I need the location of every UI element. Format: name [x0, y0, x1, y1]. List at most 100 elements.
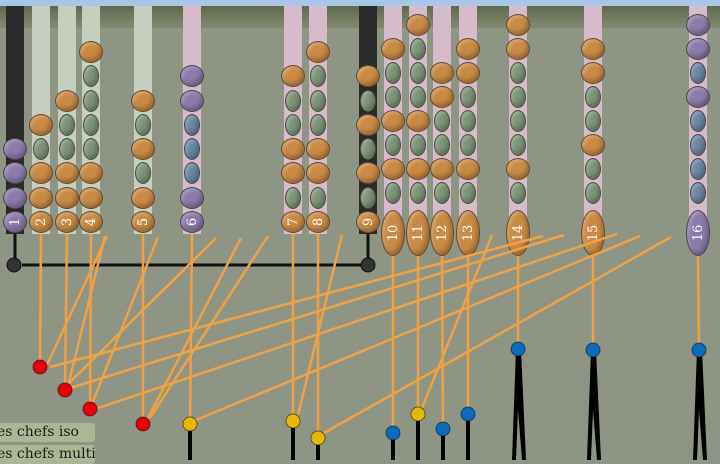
bead[interactable]: [59, 138, 75, 161]
bead[interactable]: [460, 134, 476, 156]
bead[interactable]: [430, 62, 454, 84]
bead[interactable]: [33, 138, 49, 161]
bead[interactable]: [430, 158, 454, 180]
bead[interactable]: [360, 89, 376, 112]
labeled-bead-1[interactable]: 1: [3, 211, 27, 233]
bead[interactable]: [406, 14, 430, 36]
bead[interactable]: [83, 138, 99, 161]
labeled-bead-8[interactable]: 8: [306, 211, 330, 233]
bead[interactable]: [385, 134, 401, 156]
bead[interactable]: [585, 86, 601, 108]
chefs-iso-button[interactable]: des chefs iso: [0, 423, 95, 442]
bead[interactable]: [410, 86, 426, 108]
bead[interactable]: [581, 134, 605, 156]
bead[interactable]: [131, 138, 155, 161]
bead[interactable]: [83, 113, 99, 136]
bead[interactable]: [406, 158, 430, 180]
bead[interactable]: [131, 89, 155, 112]
bead[interactable]: [460, 110, 476, 132]
bead[interactable]: [131, 186, 155, 209]
bead[interactable]: [29, 186, 53, 209]
bead[interactable]: [381, 158, 405, 180]
labeled-bead-9[interactable]: 9: [356, 211, 380, 233]
bead[interactable]: [385, 86, 401, 108]
bead[interactable]: [506, 158, 530, 180]
bead[interactable]: [180, 89, 204, 112]
bead[interactable]: [180, 65, 204, 88]
bead[interactable]: [310, 186, 326, 209]
bead[interactable]: [410, 62, 426, 84]
bead[interactable]: [281, 138, 305, 161]
bead[interactable]: [385, 62, 401, 84]
bead[interactable]: [690, 110, 706, 132]
bead[interactable]: [385, 182, 401, 204]
labeled-bead-3[interactable]: 3: [55, 211, 79, 233]
bead[interactable]: [83, 65, 99, 88]
bead[interactable]: [83, 89, 99, 112]
bead[interactable]: [55, 162, 79, 185]
bead[interactable]: [180, 186, 204, 209]
labeled-bead-11[interactable]: 11: [406, 210, 430, 256]
bead[interactable]: [3, 162, 27, 185]
labeled-bead-6[interactable]: 6: [180, 211, 204, 233]
labeled-bead-2[interactable]: 2: [29, 211, 53, 233]
bead[interactable]: [434, 134, 450, 156]
bead[interactable]: [55, 89, 79, 112]
bead[interactable]: [686, 86, 710, 108]
bead[interactable]: [306, 162, 330, 185]
bead[interactable]: [510, 86, 526, 108]
bead[interactable]: [460, 86, 476, 108]
bead[interactable]: [510, 182, 526, 204]
bead[interactable]: [135, 162, 151, 185]
bead[interactable]: [381, 38, 405, 60]
bead[interactable]: [434, 110, 450, 132]
bead[interactable]: [285, 89, 301, 112]
bead[interactable]: [510, 134, 526, 156]
bead[interactable]: [310, 113, 326, 136]
bead[interactable]: [79, 162, 103, 185]
bead[interactable]: [410, 38, 426, 60]
bead[interactable]: [406, 110, 430, 132]
bead[interactable]: [360, 186, 376, 209]
bead[interactable]: [381, 110, 405, 132]
bead[interactable]: [456, 158, 480, 180]
bead[interactable]: [55, 186, 79, 209]
bead[interactable]: [506, 38, 530, 60]
bead[interactable]: [410, 182, 426, 204]
bead[interactable]: [310, 65, 326, 88]
bead[interactable]: [434, 182, 450, 204]
bead[interactable]: [690, 134, 706, 156]
bead[interactable]: [690, 182, 706, 204]
labeled-bead-4[interactable]: 4: [79, 211, 103, 233]
bead[interactable]: [356, 65, 380, 88]
bead[interactable]: [3, 138, 27, 161]
bead[interactable]: [686, 38, 710, 60]
bead[interactable]: [285, 186, 301, 209]
labeled-bead-5[interactable]: 5: [131, 211, 155, 233]
bead[interactable]: [184, 113, 200, 136]
bead[interactable]: [686, 14, 710, 36]
bead[interactable]: [29, 113, 53, 136]
bead[interactable]: [306, 138, 330, 161]
labeled-bead-7[interactable]: 7: [281, 211, 305, 233]
bead[interactable]: [3, 186, 27, 209]
bead[interactable]: [281, 162, 305, 185]
labeled-bead-16[interactable]: 16: [686, 210, 710, 256]
bead[interactable]: [29, 162, 53, 185]
bead[interactable]: [430, 86, 454, 108]
bead[interactable]: [690, 62, 706, 84]
bead[interactable]: [79, 186, 103, 209]
bead[interactable]: [690, 158, 706, 180]
bead[interactable]: [360, 138, 376, 161]
bead[interactable]: [184, 162, 200, 185]
bead[interactable]: [281, 65, 305, 88]
bead[interactable]: [460, 182, 476, 204]
bead[interactable]: [79, 40, 103, 63]
bead[interactable]: [410, 134, 426, 156]
bead[interactable]: [456, 38, 480, 60]
bead[interactable]: [585, 158, 601, 180]
bead[interactable]: [510, 110, 526, 132]
bead[interactable]: [510, 62, 526, 84]
bead[interactable]: [135, 113, 151, 136]
bead[interactable]: [285, 113, 301, 136]
